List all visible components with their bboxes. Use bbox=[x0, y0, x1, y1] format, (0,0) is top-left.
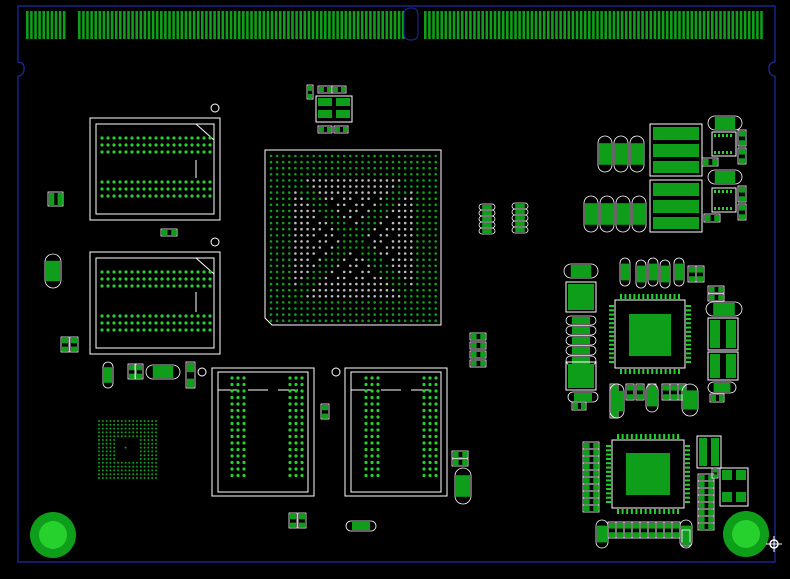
qfn-chip-1 bbox=[609, 294, 691, 374]
mounting-hole-2 bbox=[723, 511, 769, 557]
regulator-2 bbox=[649, 179, 703, 233]
edge-connector bbox=[26, 11, 763, 39]
passive-components bbox=[44, 84, 749, 549]
bga-processor bbox=[264, 149, 442, 326]
regulator-1 bbox=[649, 123, 703, 177]
connector-notch bbox=[403, 7, 419, 41]
crosshair-icon bbox=[766, 536, 782, 552]
memory-chip-3 bbox=[197, 367, 315, 497]
mounting-hole-1 bbox=[30, 512, 76, 558]
small-bga bbox=[98, 420, 157, 479]
board-outline bbox=[17, 5, 776, 563]
qfn-chip-2 bbox=[606, 434, 690, 514]
memory-chip-2 bbox=[89, 237, 221, 355]
memory-chip-1 bbox=[89, 103, 221, 221]
memory-chip-4 bbox=[331, 367, 448, 497]
